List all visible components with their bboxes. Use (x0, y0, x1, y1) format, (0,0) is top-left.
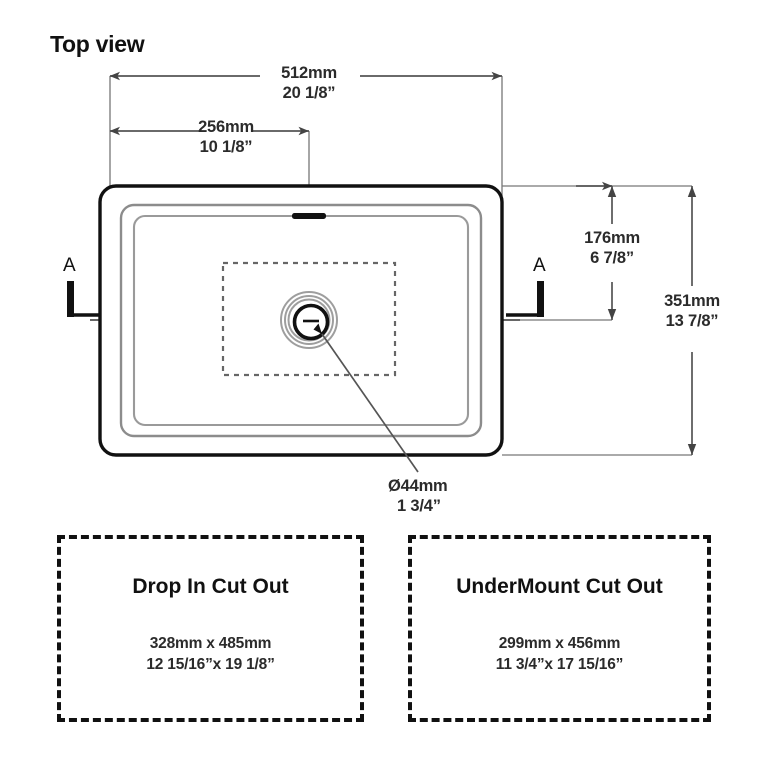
dimension-label-center-height: 176mm 6 7/8” (562, 228, 662, 268)
cutout-title-undermount: UnderMount Cut Out (456, 575, 663, 598)
drain-leader-line (313, 323, 419, 473)
page-title: Top view (50, 31, 145, 57)
dimension-label-overall-depth: 351mm 13 7/8” (641, 291, 743, 331)
section-marker-right-label: A (533, 255, 546, 276)
section-marker-left (67, 281, 100, 317)
dimension-label-drain: Ø44mm 1 3/4” (388, 476, 494, 516)
center-height-inch: 6 7/8” (590, 249, 634, 268)
cutout-dims-undermount: 299mm x 456mm 11 3/4”x 17 15/16” (412, 634, 707, 676)
overall-depth-mm: 351mm (664, 292, 720, 310)
drain-assembly (280, 291, 338, 349)
dimension-overall-depth (687, 186, 697, 455)
cutout-mm-undermount: 299mm x 456mm (498, 635, 621, 652)
overall-width-inch: 20 1/8” (282, 84, 336, 103)
overflow-slot (292, 213, 326, 219)
overall-width-mm: 512mm (281, 64, 337, 82)
overall-depth-inch: 13 7/8” (665, 312, 719, 331)
dimension-label-center-offset: 256mm 10 1/8” (176, 117, 276, 157)
cutout-inch-drop-in: 12 15/16”x 19 1/8” (146, 655, 275, 673)
cutout-title-drop-in: Drop In Cut Out (132, 575, 289, 598)
bowl-base-dashed-rect (221, 261, 397, 377)
center-height-mm: 176mm (584, 229, 640, 247)
section-marker-left-label: A (63, 255, 76, 276)
dimension-center-height (576, 181, 617, 320)
cutout-box-drop-in: Drop In Cut Out 328mm x 485mm 12 15/16”x… (57, 535, 364, 722)
center-offset-mm: 256mm (198, 118, 254, 136)
drain-diameter-inch: 1 3/4” (397, 497, 441, 516)
sink-rim-outline (119, 203, 483, 438)
cutout-box-undermount: UnderMount Cut Out 299mm x 456mm 11 3/4”… (408, 535, 711, 722)
section-marker-right (506, 281, 544, 317)
center-offset-inch: 10 1/8” (199, 138, 253, 157)
dimension-label-overall-width: 512mm 20 1/8” (259, 63, 359, 103)
cutout-mm-drop-in: 328mm x 485mm (149, 635, 272, 652)
cutout-inch-undermount: 11 3/4”x 17 15/16” (495, 655, 624, 673)
drain-diameter-mm: Ø44mm (388, 477, 448, 495)
cutout-dims-drop-in: 328mm x 485mm 12 15/16”x 19 1/8” (61, 634, 360, 676)
